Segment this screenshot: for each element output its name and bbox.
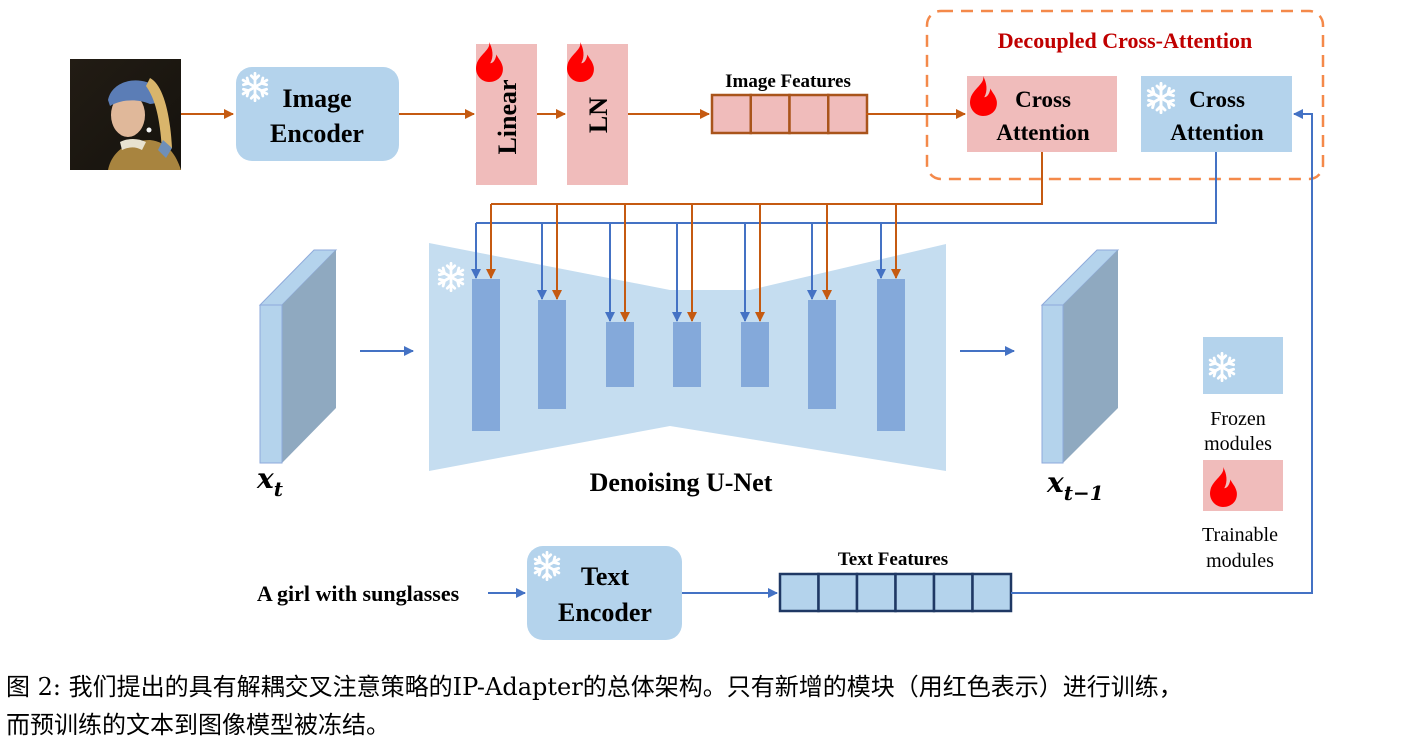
unet-block	[673, 322, 701, 387]
image-feature-cell	[827, 93, 869, 135]
cross-attention-frozen-label-1: Cross	[1189, 87, 1245, 112]
latent-xt: xt	[256, 249, 338, 501]
text-feature-cell	[778, 572, 820, 613]
text-attention-bus	[476, 152, 1217, 224]
legend-trainable-label-2: modules	[1206, 550, 1274, 572]
image-attention-bus	[491, 152, 1043, 205]
text-features-label: Text Features	[838, 549, 948, 570]
linear-block: Linear	[476, 42, 537, 185]
text-feature-cell	[932, 572, 974, 613]
unet-block	[538, 300, 566, 409]
linear-label: Linear	[493, 79, 522, 154]
input-image	[70, 59, 181, 170]
cross-attention-trainable-label-1: Cross	[1015, 87, 1071, 112]
text-feature-cell	[855, 572, 897, 613]
legend: Frozen modules Trainable modules	[1202, 337, 1283, 572]
image-encoder-block: Image Encoder	[236, 67, 399, 161]
legend-trainable-label-1: Trainable	[1202, 524, 1278, 546]
cross-attention-trainable-label-2: Attention	[996, 120, 1089, 145]
text-features-to-cross-attention-arrow	[1011, 109, 1313, 594]
text-features: Text Features	[778, 549, 1013, 613]
unet-block	[741, 322, 769, 387]
legend-frozen-label-1: Frozen	[1210, 408, 1266, 430]
xt-label: xt	[256, 462, 284, 501]
latent-xt-minus-1: xt−1	[1040, 249, 1120, 505]
dashed-group-border	[925, 9, 1325, 181]
cross-attention-frozen-label-2: Attention	[1170, 120, 1263, 145]
image-feature-cell	[749, 93, 791, 135]
caption-line-2: 而预训练的文本到图像模型被冻结。	[6, 711, 390, 739]
unet-label: Denoising U-Net	[590, 468, 773, 497]
text-feature-cell	[894, 572, 936, 613]
image-encoder-label-1: Image	[282, 84, 351, 113]
image-features: Image Features	[710, 71, 869, 135]
trainable-cross-attention-block: Cross Attention	[967, 76, 1117, 152]
ip-adapter-architecture-diagram: Image Encoder Linear LN Image Features D…	[70, 9, 1325, 640]
caption-line-1: 图 2: 我们提出的具有解耦交叉注意策略的IP-Adapter的总体架构。只有新…	[6, 673, 1183, 701]
ln-label: LN	[584, 97, 613, 133]
image-features-label: Image Features	[725, 71, 851, 92]
denoising-unet: Denoising U-Net	[429, 243, 946, 497]
xt1-label: xt−1	[1046, 466, 1104, 505]
text-feature-cell	[971, 572, 1013, 613]
text-encoder-label-1: Text	[581, 562, 629, 591]
image-feature-cell	[710, 93, 752, 135]
unet-block	[606, 322, 634, 387]
unet-block	[808, 300, 836, 409]
legend-frozen-label-2: modules	[1204, 433, 1272, 455]
text-feature-cell	[817, 572, 859, 613]
prompt-text: A girl with sunglasses	[257, 581, 460, 606]
text-encoder-block: Text Encoder	[527, 546, 682, 640]
image-feature-cell	[788, 93, 830, 135]
decoupled-cross-attention: Decoupled Cross-Attention Cross Attentio…	[925, 9, 1325, 181]
ln-block: LN	[567, 42, 628, 185]
legend-frozen-swatch	[1203, 337, 1283, 394]
decoupled-title: Decoupled Cross-Attention	[998, 28, 1252, 53]
unet-block	[472, 279, 500, 431]
image-encoder-label-2: Encoder	[270, 119, 364, 148]
unet-block	[877, 279, 905, 431]
frozen-cross-attention-block: Cross Attention	[1141, 76, 1292, 152]
text-encoder-label-2: Encoder	[558, 598, 652, 627]
figure-caption: 图 2: 我们提出的具有解耦交叉注意策略的IP-Adapter的总体架构。只有新…	[6, 668, 1416, 744]
